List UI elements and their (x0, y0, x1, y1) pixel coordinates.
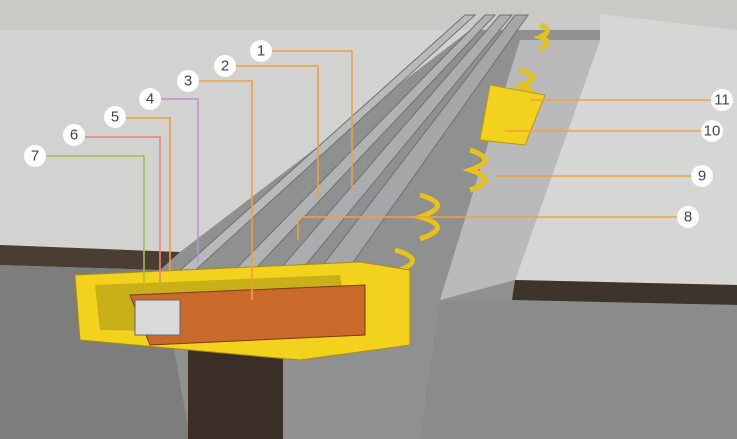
callout-10: 10 (701, 120, 723, 142)
svg-text:6: 6 (70, 127, 78, 144)
right-gravel-layer (512, 280, 737, 305)
svg-text:8: 8 (684, 209, 692, 226)
callout-7: 7 (24, 145, 46, 167)
callout-11: 11 (711, 89, 733, 111)
svg-text:11: 11 (714, 92, 730, 109)
callout-3: 3 (177, 70, 199, 92)
right-foundation (420, 300, 737, 439)
svg-text:7: 7 (31, 148, 39, 165)
svg-text:4: 4 (146, 91, 154, 108)
callout-2: 2 (214, 55, 236, 77)
callout-5: 5 (104, 106, 126, 128)
callout-8: 8 (677, 206, 699, 228)
svg-text:10: 10 (704, 123, 721, 140)
svg-text:9: 9 (698, 168, 706, 185)
callout-6: 6 (63, 124, 85, 146)
callout-4: 4 (139, 88, 161, 110)
callout-9: 9 (691, 165, 713, 187)
callout-1: 1 (250, 40, 272, 62)
svg-text:1: 1 (257, 43, 265, 60)
rails (173, 14, 529, 296)
left-gravel-layer (0, 245, 180, 270)
svg-text:3: 3 (184, 73, 192, 90)
yellow-bearing-box (479, 84, 546, 146)
gap-wall (440, 40, 600, 300)
svg-text:5: 5 (111, 109, 119, 126)
clamp-plate (134, 299, 181, 336)
leader-lines (46, 50, 711, 300)
svg-text:2: 2 (221, 58, 229, 75)
